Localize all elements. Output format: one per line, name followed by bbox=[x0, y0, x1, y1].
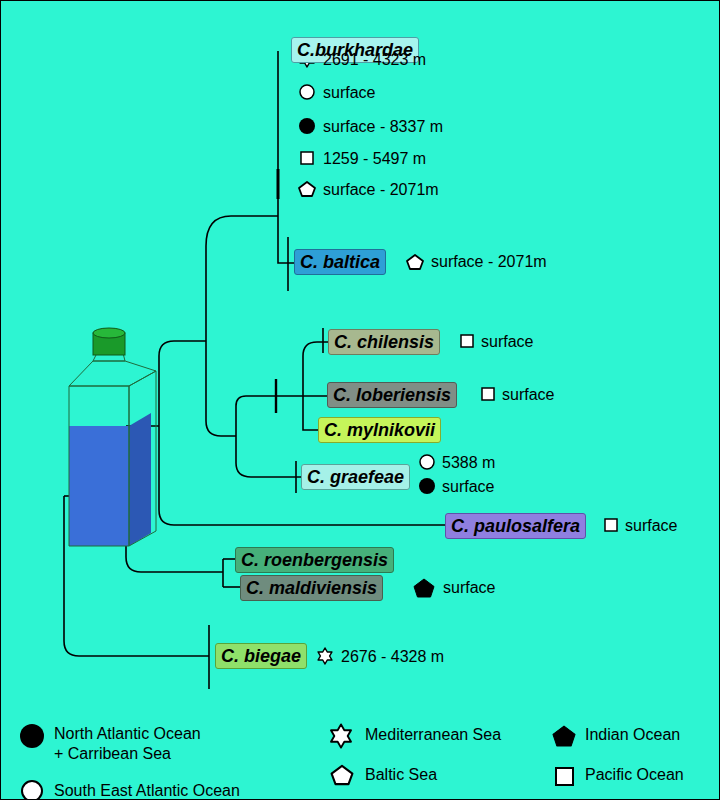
flask-illustration bbox=[69, 328, 156, 546]
legend-entry: South East Atlantic Ocean bbox=[54, 781, 284, 800]
species-name: C. roenbergensis bbox=[241, 549, 388, 571]
tree-branches bbox=[64, 51, 445, 689]
legend-entry: Mediterranean Sea bbox=[365, 725, 545, 745]
depth-label: surface - 2071m bbox=[323, 180, 439, 199]
legend-text: North Atlantic Ocean + Carribean Sea bbox=[54, 725, 201, 762]
species-box: C. mylnikovii bbox=[318, 417, 441, 443]
depth-label: surface bbox=[502, 385, 554, 404]
species-box: C. graefeae bbox=[301, 464, 410, 490]
species-name: C. chilensis bbox=[334, 331, 434, 353]
depth-label: surface bbox=[481, 332, 533, 351]
species-name: C. graefeae bbox=[307, 466, 404, 488]
species-name: C. maldiviensis bbox=[246, 577, 377, 599]
depth-label: 2676 - 4328 m bbox=[341, 647, 444, 666]
species-name: C. mylnikovii bbox=[324, 419, 435, 441]
legend-entry: Baltic Sea bbox=[365, 765, 545, 785]
depth-label: surface bbox=[323, 83, 375, 102]
legend-symbols bbox=[20, 724, 575, 800]
legend-text: Mediterranean Sea bbox=[365, 726, 501, 743]
legend-entry: Indian Ocean bbox=[585, 725, 715, 745]
species-name: C. biegae bbox=[221, 645, 301, 667]
depth-label: 5388 m bbox=[442, 453, 495, 472]
legend-entry: North Atlantic Ocean + Carribean Sea bbox=[54, 724, 214, 764]
legend-text: Indian Ocean bbox=[585, 726, 680, 743]
depth-label: 2691 - 4323 m bbox=[323, 50, 426, 69]
species-box: C. biegae bbox=[215, 643, 307, 669]
species-box: C. roenbergensis bbox=[235, 547, 394, 573]
depth-label: surface - 2071m bbox=[431, 252, 547, 271]
depth-label: surface bbox=[442, 477, 494, 496]
depth-label: surface bbox=[443, 578, 495, 597]
depth-label: 1259 - 5497 m bbox=[323, 149, 426, 168]
species-box: C. paulosalfera bbox=[445, 513, 586, 539]
species-name: C. loberiensis bbox=[333, 384, 451, 406]
legend-text: South East Atlantic Ocean bbox=[54, 782, 240, 799]
species-box: C. maldiviensis bbox=[240, 575, 383, 601]
legend-text: Pacific Ocean bbox=[585, 766, 684, 783]
depth-label: surface - 8337 m bbox=[323, 117, 443, 136]
species-name: C. paulosalfera bbox=[451, 515, 580, 537]
species-box: C. chilensis bbox=[328, 329, 440, 355]
species-box: C. baltica bbox=[294, 249, 386, 275]
depth-label: surface bbox=[625, 516, 677, 535]
legend-entry: Pacific Ocean bbox=[585, 765, 715, 785]
legend-text: Baltic Sea bbox=[365, 766, 437, 783]
species-name: C. baltica bbox=[300, 251, 380, 273]
species-box: C. loberiensis bbox=[327, 382, 457, 408]
